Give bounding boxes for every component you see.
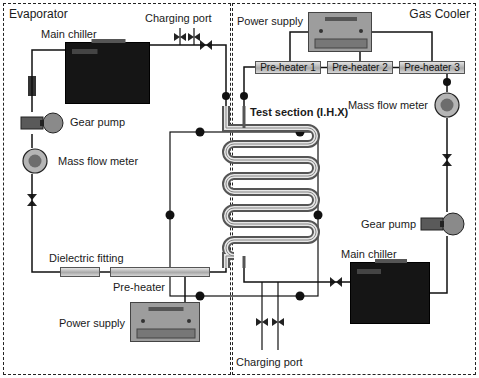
node-label: Mass flow meter xyxy=(348,99,428,112)
node-label: Dielectric fitting xyxy=(49,252,124,265)
heater-tube: Pre-heater 3 xyxy=(399,61,465,74)
chiller-unit: Main chiller xyxy=(65,42,150,104)
pump-symbol-graphic xyxy=(20,112,64,134)
pipe-line xyxy=(150,45,226,106)
flowmeter-symbol: Mass flow meter xyxy=(432,92,462,118)
pump-symbol-graphic xyxy=(420,212,464,236)
pipe-line xyxy=(210,268,226,272)
pipe-line xyxy=(359,52,361,61)
chiller-unit-graphic xyxy=(66,43,149,103)
fitting-tube: Dielectric fitting xyxy=(60,267,100,277)
chiller-unit: Main chiller xyxy=(350,262,430,324)
region-box: EvaporatorMain chillerGear pumpMass flow… xyxy=(3,3,231,375)
node-label: Mass flow meter xyxy=(58,155,138,168)
node-label: Pre-heater 1 xyxy=(256,62,320,73)
pipe-line xyxy=(32,50,65,112)
pipe-line xyxy=(372,32,432,61)
pipe-line xyxy=(430,236,447,293)
chiller-unit-graphic xyxy=(351,263,429,323)
node-label: Power supply xyxy=(237,15,303,28)
node-label: Main chiller xyxy=(341,248,397,261)
pump-symbol: Gear pump xyxy=(20,112,64,134)
pipe-line xyxy=(244,67,255,106)
port-label: Charging port xyxy=(145,12,212,25)
heater-tube: Pre-heater 2 xyxy=(327,61,393,74)
node-label: Test section (I.H.X) xyxy=(250,106,348,119)
heater-tube: Pre-heater xyxy=(110,267,210,277)
pipe-line xyxy=(290,32,308,61)
power-supply-graphic xyxy=(131,303,199,341)
power-supply-graphic xyxy=(309,13,371,51)
node-label: Gear pump xyxy=(70,116,125,129)
node-label: Pre-heater 2 xyxy=(328,62,392,73)
valve-symbols xyxy=(27,40,452,287)
pipe-line xyxy=(100,271,110,273)
test-section: Test section (I.H.X) xyxy=(212,106,352,268)
pipe-line xyxy=(184,277,186,302)
pipe-line xyxy=(446,118,448,212)
pipe-line xyxy=(446,74,448,92)
flowmeter-symbol-graphic xyxy=(432,92,462,118)
node-label: Evaporator xyxy=(9,7,68,21)
pump-symbol: Gear pump xyxy=(420,212,464,236)
power-supply: Power supply xyxy=(308,12,372,52)
heater-tube: Pre-heater 1 xyxy=(255,61,321,74)
test-section-graphic xyxy=(212,106,352,268)
flowmeter-symbol: Mass flow meter xyxy=(18,148,52,174)
node-label: Pre-heater 3 xyxy=(400,62,464,73)
port-label: Charging port xyxy=(236,356,303,369)
node-label: Gas Cooler xyxy=(409,7,470,21)
node-label: Gear pump xyxy=(361,218,416,231)
node-label: Power supply xyxy=(59,317,125,330)
pipe-line xyxy=(244,268,350,282)
node-label: Pre-heater xyxy=(113,281,165,294)
pipe-line xyxy=(31,134,33,148)
power-supply: Power supply xyxy=(130,302,200,342)
node-label: Main chiller xyxy=(41,28,97,41)
flowmeter-symbol-graphic xyxy=(18,148,52,174)
